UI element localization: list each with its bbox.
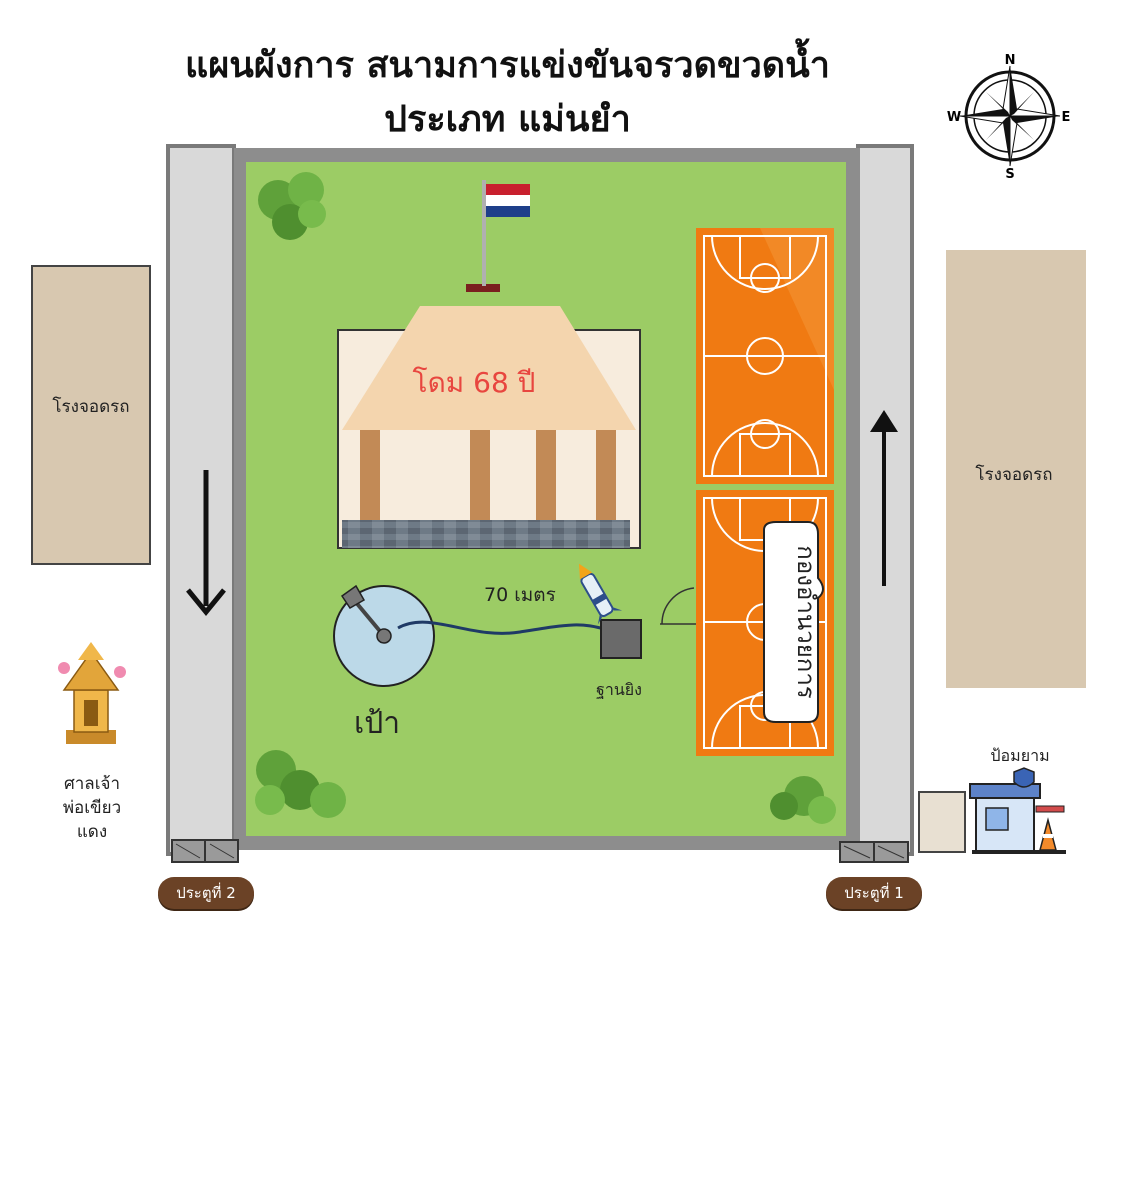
compass-n: N	[1005, 53, 1016, 68]
command-center-sign	[763, 521, 824, 723]
target-label: เป้า	[354, 706, 401, 741]
gate-1-tag[interactable]: ประตูที่ 1	[826, 877, 922, 909]
target-icon	[333, 584, 435, 687]
shrine-icon	[58, 642, 126, 744]
left-road	[166, 144, 236, 856]
angle-arc	[661, 587, 695, 625]
traffic-cone-icon	[1039, 817, 1057, 851]
gate-1[interactable]	[839, 841, 909, 863]
parking-right	[946, 250, 1086, 688]
flag-icon	[466, 180, 530, 292]
parking-left	[31, 265, 151, 565]
launch-base-label: ฐานยิง	[596, 680, 642, 699]
guard-booth-small	[918, 791, 966, 853]
compass-e: E	[1062, 110, 1071, 125]
tree-icon	[255, 750, 346, 818]
guard-house-icon	[969, 767, 1066, 854]
basketball-court	[696, 228, 834, 484]
trajectory-line	[397, 620, 609, 635]
command-center-label: กองอำนวยการ	[792, 545, 820, 699]
launch-base	[600, 619, 642, 659]
gate-2-tag[interactable]: ประตูที่ 2	[158, 877, 254, 909]
compass-rose-icon: N E S W	[947, 53, 1071, 182]
parking-left-label: โรงจอดรถ	[52, 396, 129, 417]
arrow-up-icon	[870, 410, 898, 586]
parking-right-label: โรงจอดรถ	[975, 464, 1052, 485]
map-title-line-2: ประเภท แม่นยำ	[384, 99, 631, 140]
rocket-icon	[579, 563, 623, 625]
gate-2[interactable]	[171, 839, 239, 863]
tree-icon	[770, 776, 836, 824]
dome-label: โดม 68 ปี	[413, 366, 536, 399]
guard-post-label: ป้อมยาม	[990, 746, 1050, 765]
dome-building	[337, 306, 641, 549]
compass-w: W	[947, 110, 961, 125]
tree-icon	[258, 172, 326, 240]
map-title-line-1: แผนผังการ สนามการแข่งขันจรวดขวดน้ำ	[185, 45, 830, 86]
shrine-label: ศาลเจ้า พ่อเขียว แดง	[62, 774, 122, 842]
arrow-down-icon	[186, 470, 226, 616]
compass-s: S	[1005, 167, 1014, 182]
distance-label: 70 เมตร	[484, 584, 556, 606]
